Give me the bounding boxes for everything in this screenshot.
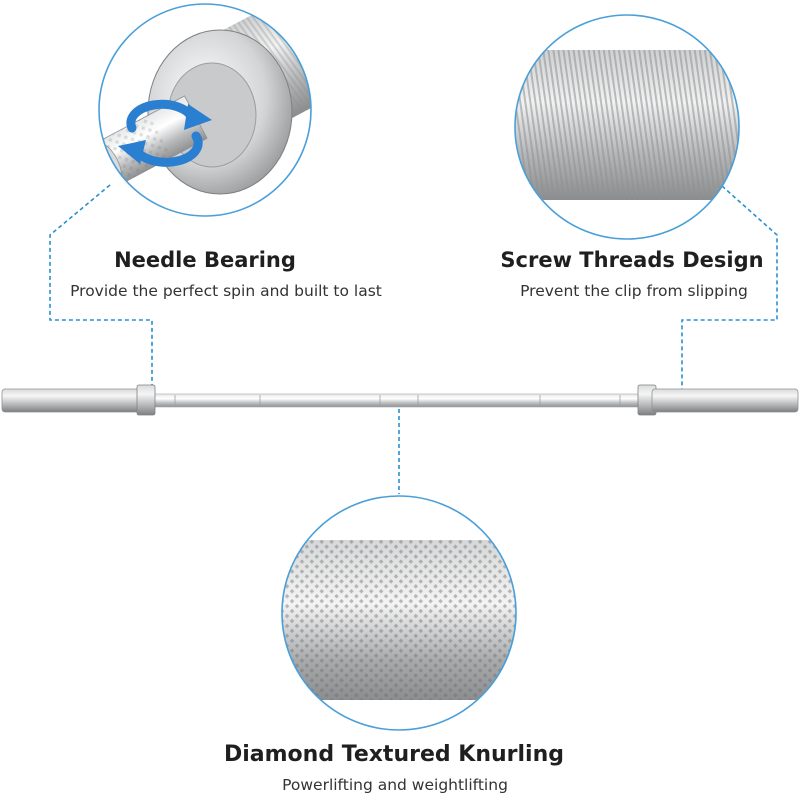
needle-bearing-detail	[98, 3, 312, 217]
needle-bearing-description: Provide the perfect spin and built to la…	[70, 282, 382, 300]
screw-threads-description: Prevent the clip from slipping	[520, 282, 748, 300]
callout-line-screw-threads	[681, 185, 778, 400]
barbell-shaft	[144, 393, 651, 408]
callout-line-needle-bearing	[49, 184, 153, 392]
needle-bearing-title: Needle Bearing	[114, 248, 296, 272]
screw-threads-title: Screw Threads Design	[500, 248, 764, 272]
rotation-arrows-icon	[126, 99, 203, 167]
knurling-description: Powerlifting and weightlifting	[282, 776, 508, 794]
knurling-title: Diamond Textured Knurling	[223, 742, 565, 767]
callout-lines	[49, 184, 778, 494]
knurling-detail	[281, 495, 517, 731]
barbell-left-sleeve	[1, 388, 143, 413]
barbell-left-collar	[136, 384, 156, 416]
barbell	[1, 384, 799, 416]
barbell-right-sleeve	[651, 388, 799, 413]
screw-threads-detail	[514, 14, 740, 240]
